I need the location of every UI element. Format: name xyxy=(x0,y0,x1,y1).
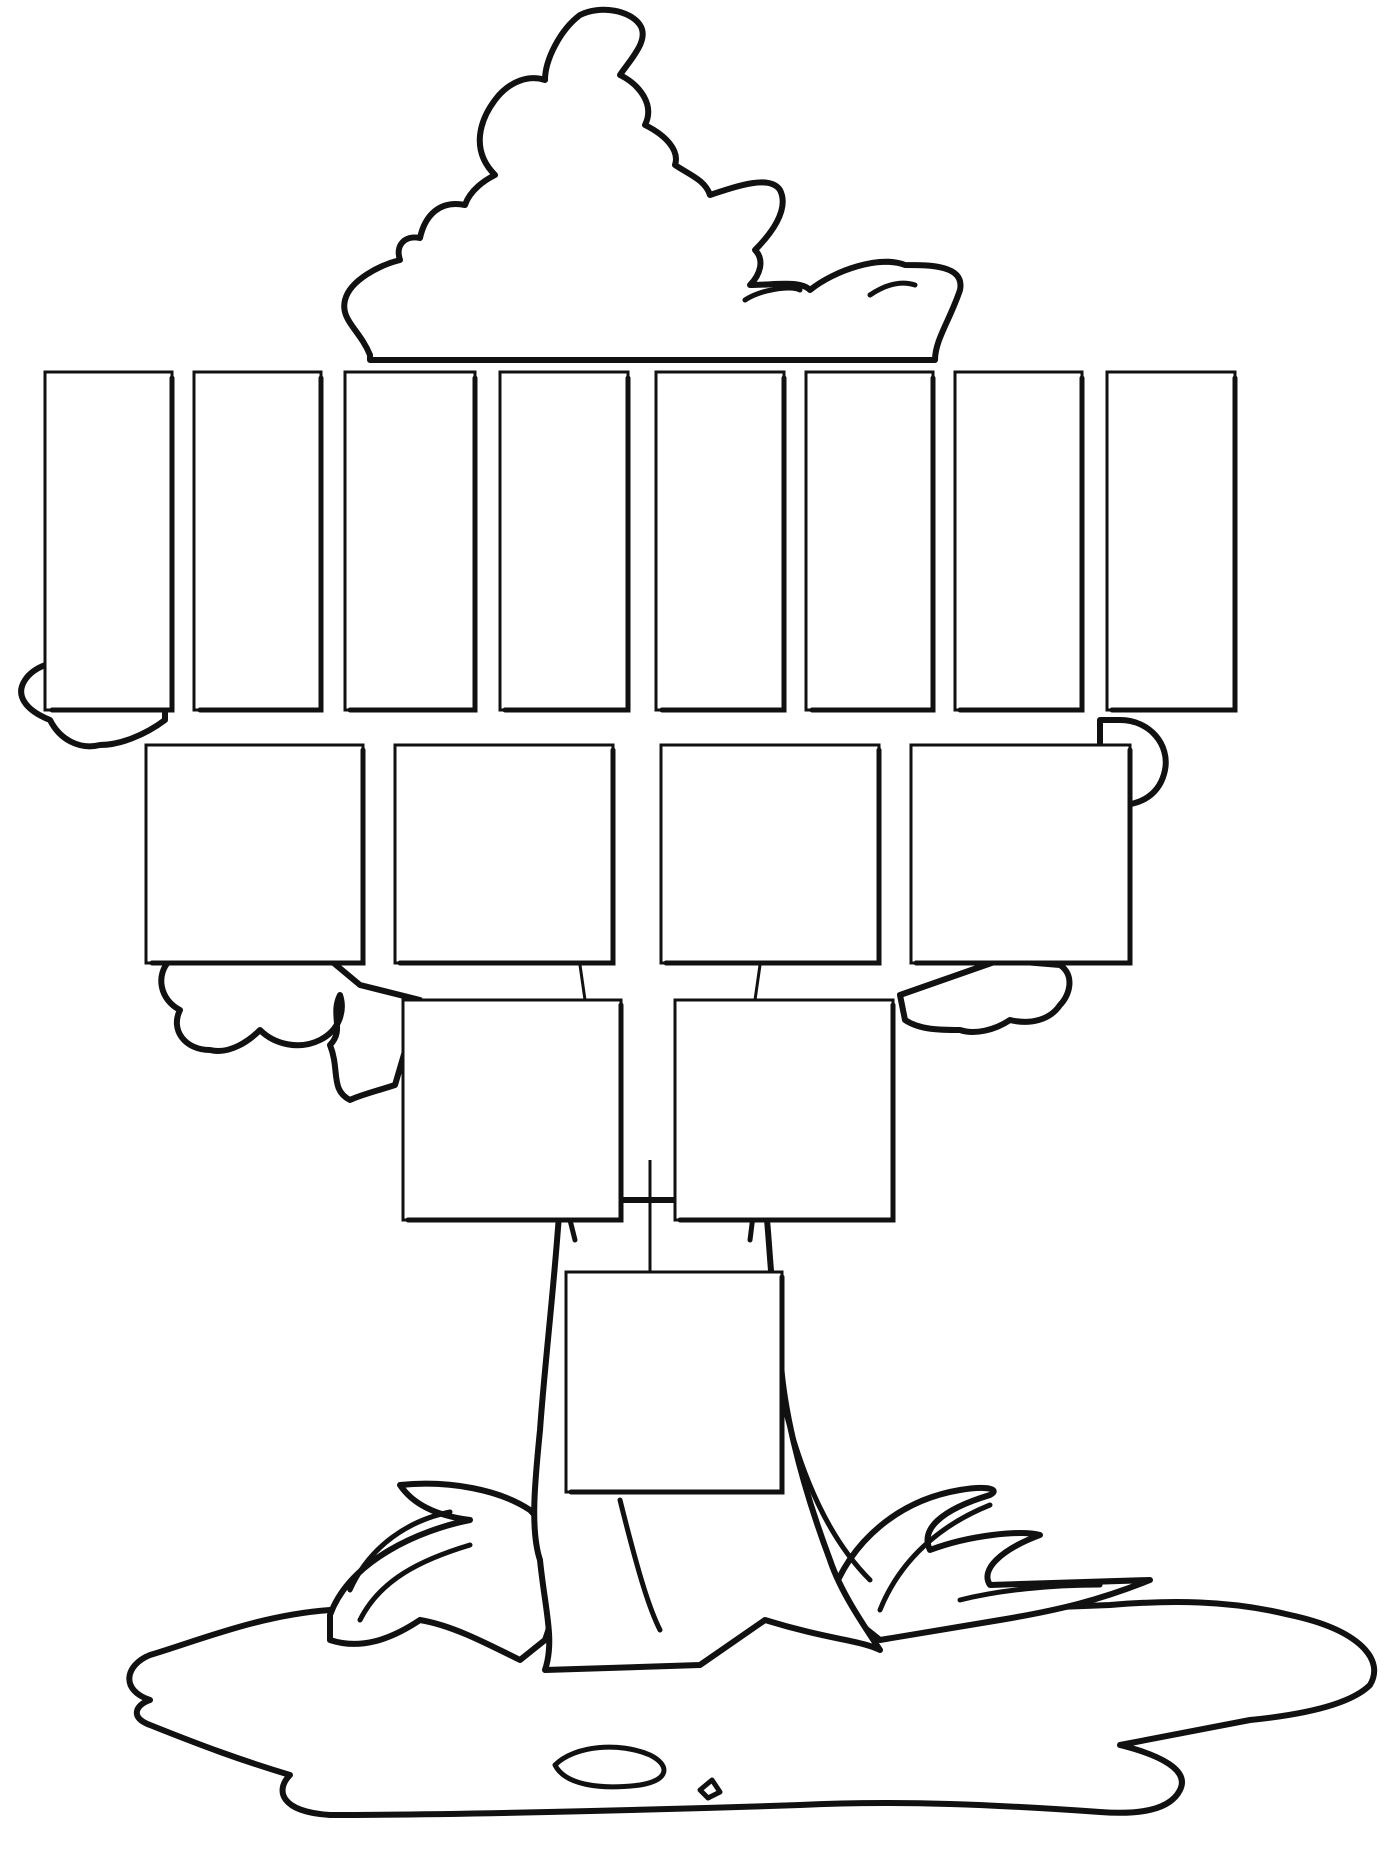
grandparent-box-1[interactable] xyxy=(144,743,366,966)
grandparent-box-3[interactable] xyxy=(659,743,882,966)
great-grandparent-box-3[interactable] xyxy=(343,370,478,713)
self-box[interactable] xyxy=(564,1270,785,1495)
grandparent-box-2[interactable] xyxy=(393,743,616,966)
great-grandparent-box-8[interactable] xyxy=(1105,370,1238,713)
parents-row xyxy=(401,998,896,1223)
great-grandparent-box-1[interactable] xyxy=(43,370,175,713)
grandparent-box-4[interactable] xyxy=(909,743,1133,966)
grandparents-row xyxy=(144,743,1133,966)
parent-box-2[interactable] xyxy=(673,998,896,1223)
grass-tufts xyxy=(327,1480,1153,1663)
self-row xyxy=(564,1270,785,1495)
tree-crown xyxy=(341,6,964,363)
great-grandparent-box-4[interactable] xyxy=(498,370,631,713)
connector-grandparents-left xyxy=(578,964,587,1001)
parent-box-1[interactable] xyxy=(401,998,624,1223)
connector-grandparents-right xyxy=(753,964,762,1001)
great-grandparent-box-7[interactable] xyxy=(953,370,1085,713)
great-grandparent-box-5[interactable] xyxy=(654,370,787,713)
great-grandparents-row xyxy=(43,370,1238,713)
great-grandparent-box-6[interactable] xyxy=(804,370,936,713)
great-grandparent-box-2[interactable] xyxy=(192,370,324,713)
